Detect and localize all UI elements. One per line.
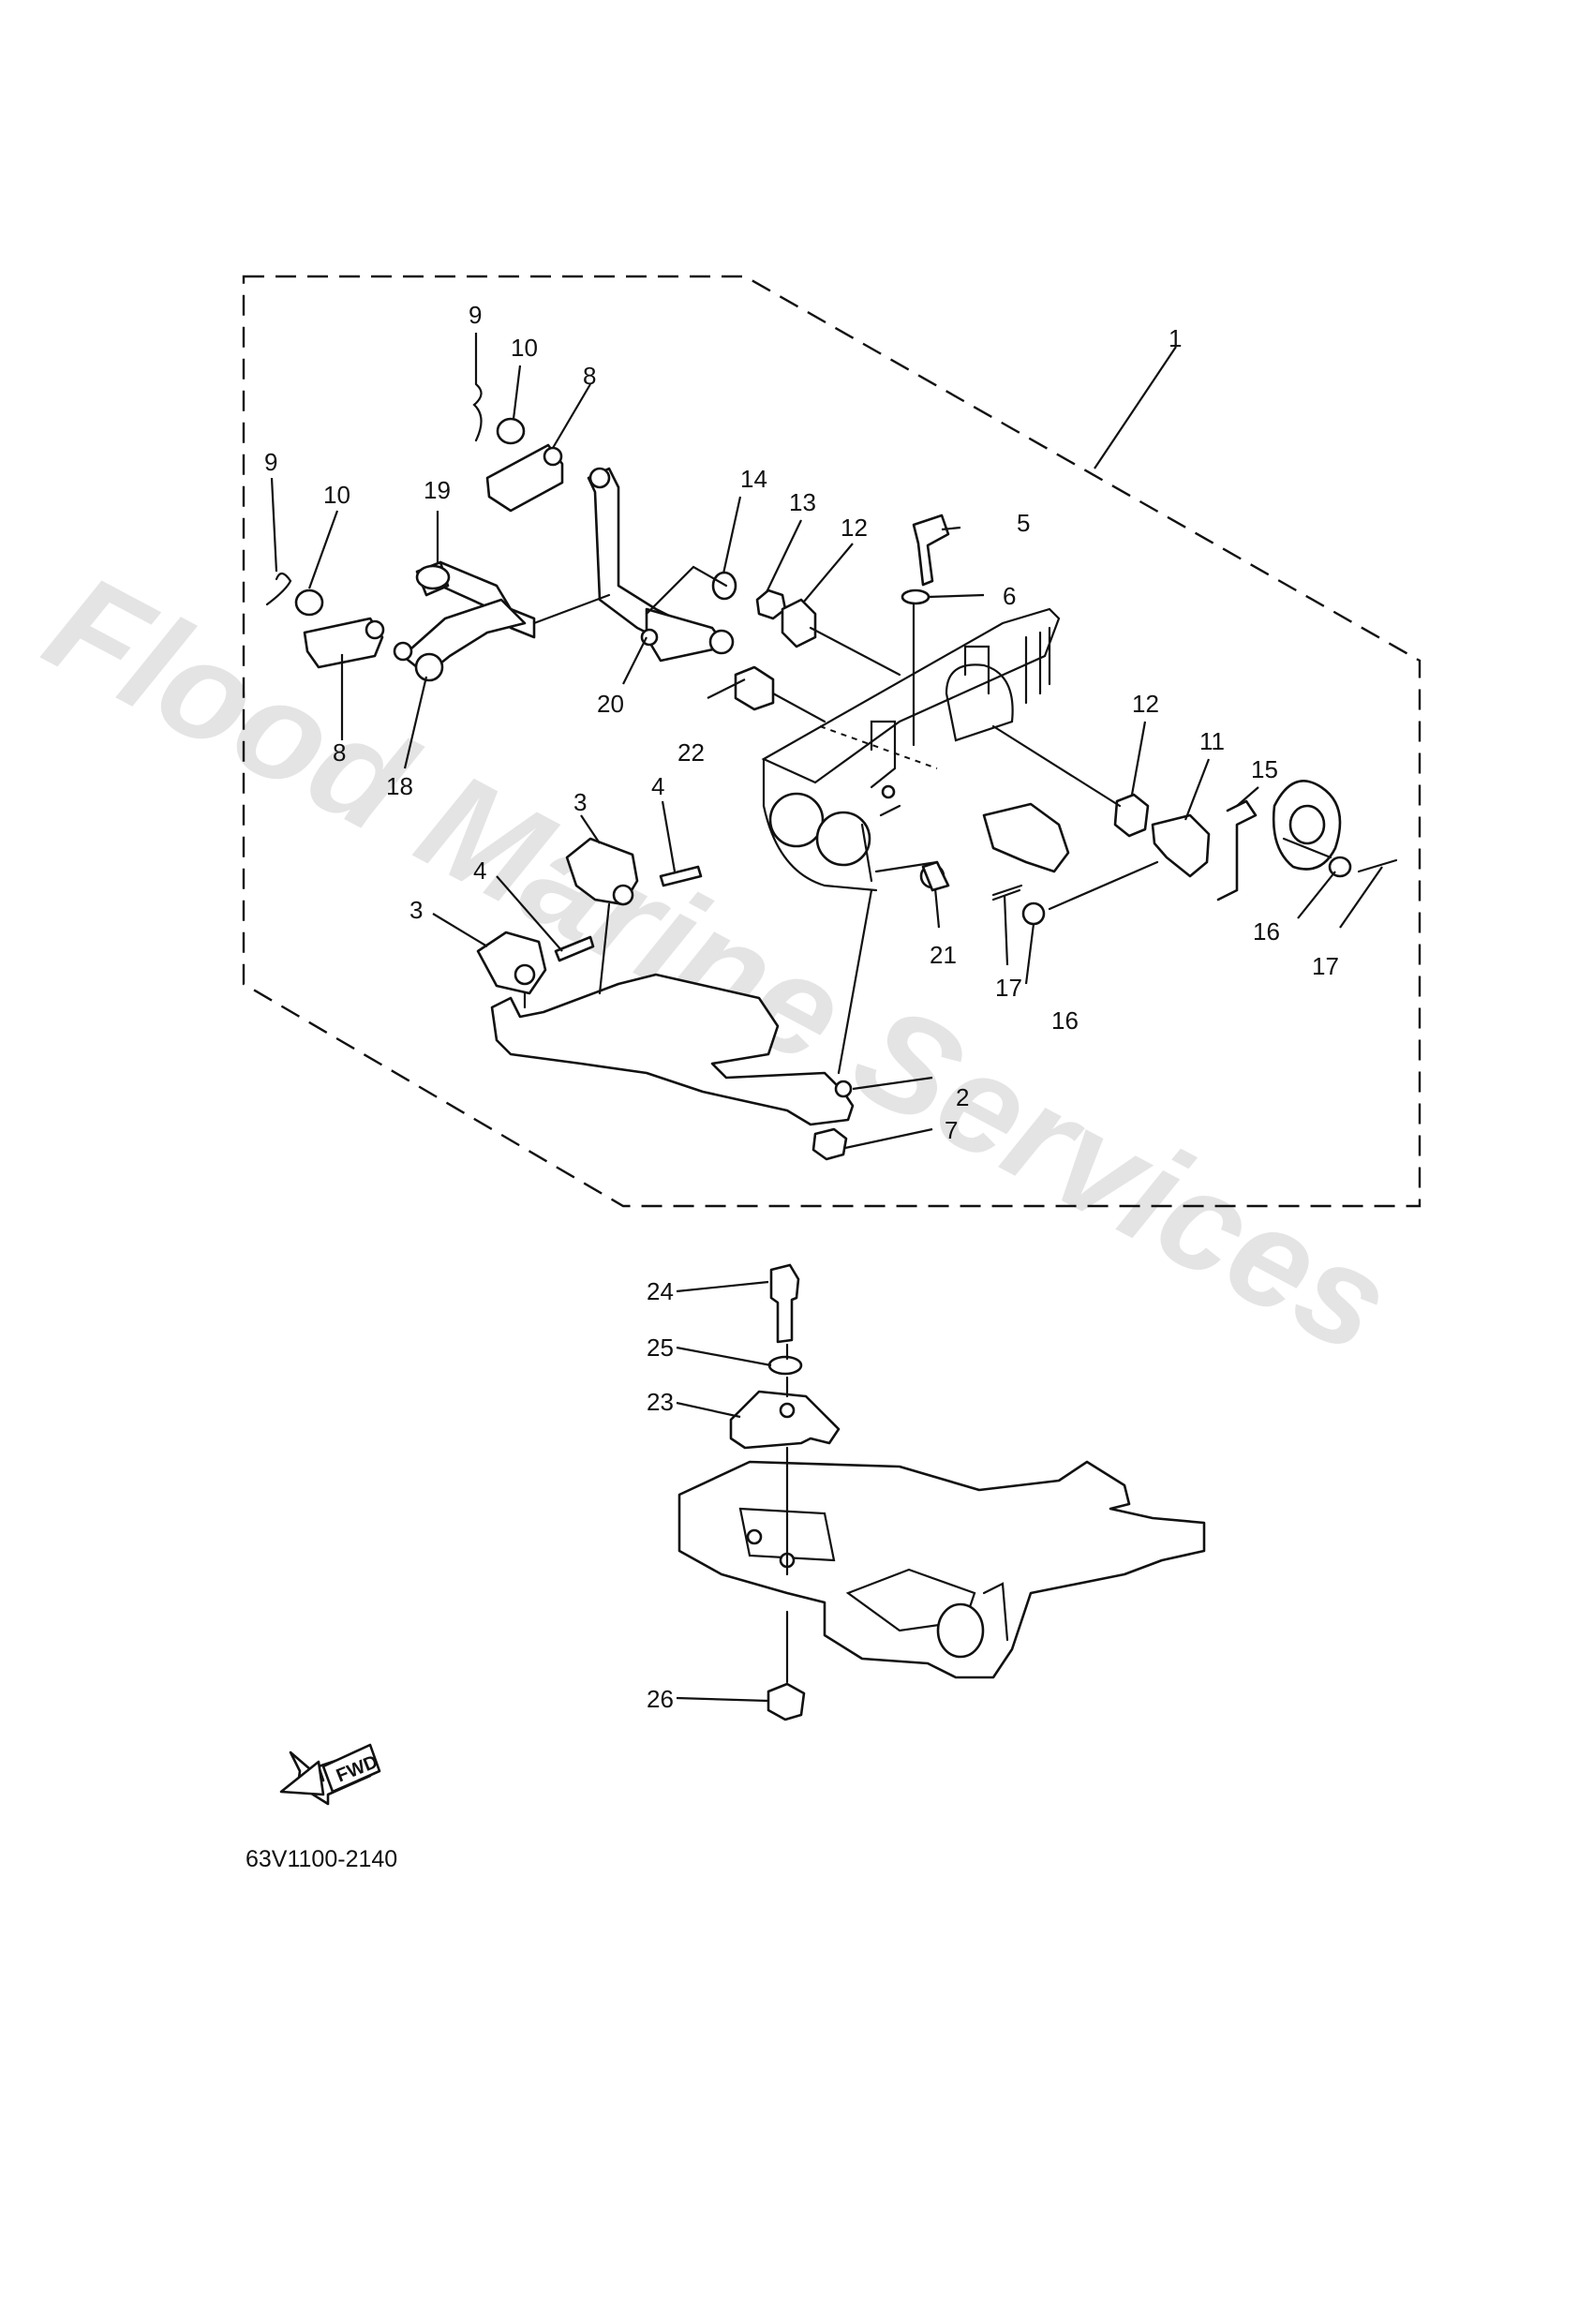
nut-26 [767,1682,806,1721]
bracket-23 [729,1390,841,1450]
washer-25 [767,1355,803,1376]
block-3-lower [476,931,547,995]
callout-3-upper: 3 [573,788,587,816]
callout-7: 7 [945,1116,958,1144]
callout-25: 25 [647,1333,674,1362]
part-code: 63V1100-2140 [246,1846,397,1872]
swivel-bracket [677,1460,1206,1679]
callout-21: 21 [930,941,957,969]
shift-rod-assembly [393,467,735,682]
callout-22: 22 [677,738,705,767]
engine-block [761,607,1061,892]
clip-9-upper [472,382,483,442]
watermark: Flood Marine Services [23,544,1415,1383]
callout-20: 20 [597,690,624,718]
bushing-22 [734,665,775,711]
callout-8-upper: 8 [583,362,596,390]
callout-14: 14 [740,465,767,493]
callout-9-upper: 9 [469,301,482,329]
callout-19: 19 [424,476,451,504]
collar-13 [755,588,787,620]
callout-3-lower: 3 [409,896,423,924]
pin-17-right [1357,858,1398,873]
callout-17-left: 17 [995,974,1022,1002]
bracket-2 [490,973,855,1126]
callout-4-upper: 4 [651,772,664,800]
assembly-boundary [242,275,1422,1208]
callout-18: 18 [386,772,413,800]
callout-5: 5 [1017,509,1030,537]
clevis-lower [303,617,384,669]
callout-12-right: 12 [1132,690,1159,718]
cam-21 [982,802,1070,873]
washer-10-lower [294,588,324,617]
washer-16-left [1021,901,1046,926]
bolt-24 [769,1263,800,1344]
callout-6: 6 [1003,582,1016,610]
pin-4-upper [659,865,703,887]
callout-11: 11 [1199,727,1225,755]
clip-9-lower [265,572,292,606]
callout-2: 2 [956,1083,969,1111]
bushing-12-right [1113,793,1150,838]
pin-17-left [991,884,1023,901]
watermark-text: Flood Marine Services [23,544,1415,1383]
callout-16-left: 16 [1051,1006,1079,1035]
callout-26: 26 [647,1685,674,1713]
nut-7 [811,1127,848,1161]
callout-labels: 1 2 3 3 4 4 5 6 7 8 8 9 9 10 10 11 12 12… [264,301,1339,1713]
callout-15: 15 [1251,755,1278,783]
callout-4-lower: 4 [473,857,486,885]
callout-16-right: 16 [1253,917,1280,946]
bolt-5 [912,514,950,587]
lower-assembly [677,1263,1206,1721]
callout-12-upper: 12 [841,514,868,542]
pin-4-lower [554,935,595,962]
washer-6 [901,588,930,605]
callout-8-lower: 8 [333,738,346,767]
callout-10-lower: 10 [323,481,350,509]
callout-leaders [270,333,1383,1703]
callout-24: 24 [647,1277,674,1305]
callout-17-right: 17 [1312,952,1339,980]
washer-10-upper [496,417,526,445]
clevis-upper [485,443,564,513]
callout-9-lower: 9 [264,448,277,476]
spring-15 [1216,799,1258,901]
upper-assembly [265,382,1398,1161]
callout-13: 13 [789,488,816,516]
callout-23: 23 [647,1388,674,1416]
lever-11 [1151,813,1211,878]
bushing-12-left [781,598,817,648]
callout-1: 1 [1169,324,1182,352]
callout-10-upper: 10 [511,334,538,362]
fwd-arrow: FWD [279,1743,380,1806]
